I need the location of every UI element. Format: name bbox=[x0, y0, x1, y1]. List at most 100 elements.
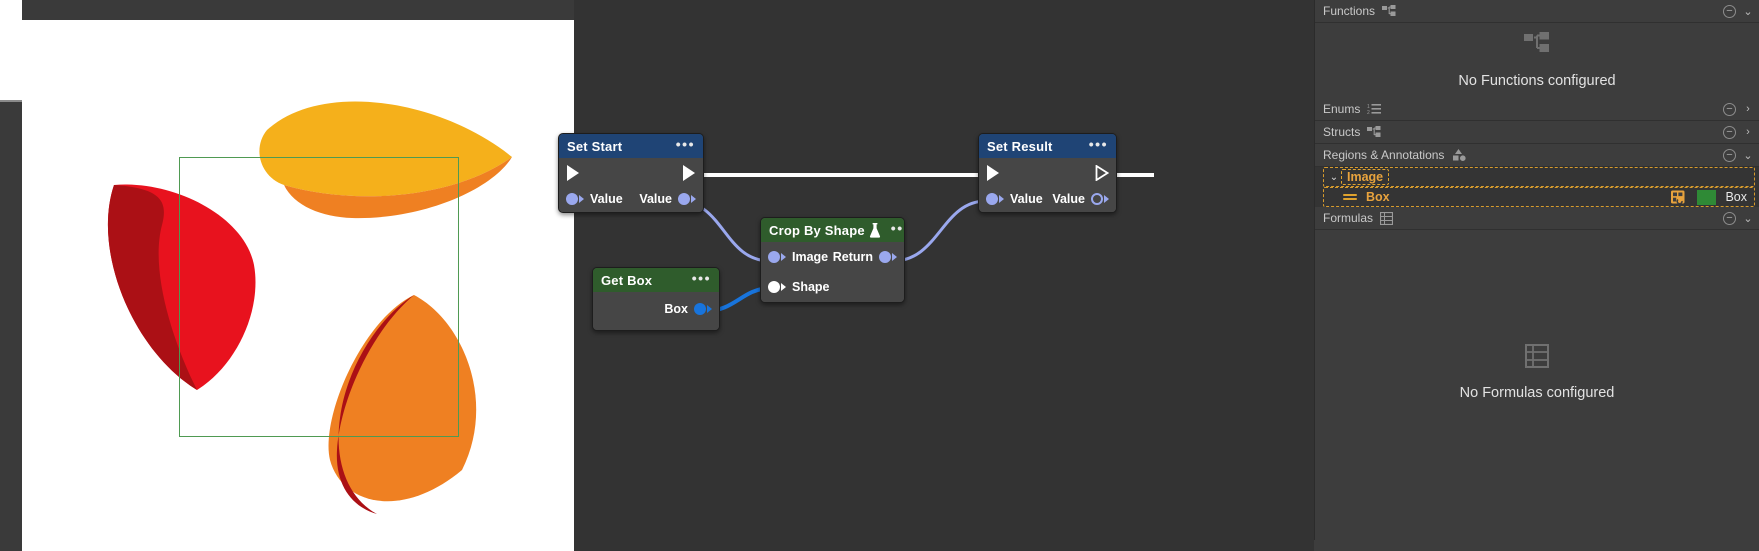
node-crop-by-shape-menu-icon[interactable]: ••• bbox=[890, 219, 904, 236]
pin-dot-icon[interactable] bbox=[986, 193, 998, 205]
pin-dot-icon[interactable] bbox=[678, 193, 690, 205]
enum-list-icon: 1 2 bbox=[1367, 103, 1382, 115]
node-crop-by-shape[interactable]: Crop By Shape ••• Image bbox=[760, 217, 905, 303]
node-set-result-body: Value Value bbox=[979, 158, 1116, 212]
shapes-icon bbox=[1451, 148, 1467, 162]
node-crop-shape-row: Shape bbox=[761, 272, 904, 302]
pin-out-box[interactable]: Box bbox=[658, 302, 712, 316]
node-set-start-title: Set Start bbox=[567, 138, 623, 154]
drag-handle-icon[interactable] bbox=[1343, 194, 1357, 200]
struct-tree-icon bbox=[1524, 32, 1550, 61]
node-set-start-body: Value Value bbox=[559, 158, 703, 212]
section-header-enums[interactable]: Enums 1 2 − › bbox=[1315, 98, 1759, 121]
section-header-structs[interactable]: Structs − › bbox=[1315, 121, 1759, 144]
section-header-formulas[interactable]: Formulas − ⌄ bbox=[1315, 207, 1759, 230]
pin-dot-hollow-icon[interactable] bbox=[1091, 193, 1103, 205]
image-canvas[interactable] bbox=[22, 20, 574, 551]
section-header-functions[interactable]: Functions − ⌄ bbox=[1315, 0, 1759, 23]
formulas-empty-state: No Formulas configured bbox=[1315, 230, 1759, 515]
pin-arrow-icon bbox=[781, 283, 786, 291]
pin-out-value-label: Value bbox=[1052, 192, 1085, 206]
node-set-start-menu-icon[interactable]: ••• bbox=[675, 135, 695, 152]
node-get-box-header[interactable]: Get Box ••• bbox=[593, 268, 719, 292]
pin-dot-icon[interactable] bbox=[879, 251, 891, 263]
color-swatch[interactable] bbox=[1697, 189, 1717, 205]
formula-grid-icon bbox=[1380, 211, 1394, 225]
pin-in-value-label: Value bbox=[590, 192, 623, 206]
node-set-start-value-row: Value Value bbox=[559, 186, 703, 212]
exec-out-arrow-outline-icon[interactable] bbox=[1095, 165, 1109, 181]
collapse-button-structs[interactable]: − bbox=[1723, 125, 1736, 139]
node-set-start-exec-row bbox=[559, 158, 703, 186]
viewer-gutter-divider bbox=[0, 100, 22, 102]
chevron-down-icon[interactable]: ⌄ bbox=[1329, 171, 1339, 183]
pin-out-value[interactable]: Value bbox=[1046, 192, 1109, 206]
pin-arrow-icon bbox=[1104, 195, 1109, 203]
inspector-sections: Functions − ⌄ bbox=[1314, 0, 1759, 540]
section-title-functions: Functions bbox=[1323, 4, 1376, 18]
node-set-result[interactable]: Set Result ••• Value bbox=[978, 133, 1117, 213]
struct-tree-icon bbox=[1367, 125, 1381, 139]
tree-row-image-group[interactable]: ⌄ Image bbox=[1315, 167, 1759, 187]
flask-icon bbox=[869, 222, 881, 238]
pin-out-value[interactable]: Value bbox=[633, 192, 696, 206]
pin-arrow-icon bbox=[691, 195, 696, 203]
pin-dot-icon[interactable] bbox=[768, 281, 780, 293]
node-get-box-output-row: Box bbox=[593, 292, 719, 330]
chevron-down-icon[interactable]: ⌄ bbox=[1743, 149, 1753, 162]
tree-row-box-item[interactable]: Box Box bbox=[1315, 187, 1759, 207]
collapse-button-functions[interactable]: − bbox=[1723, 4, 1736, 18]
pin-arrow-icon bbox=[999, 195, 1004, 203]
pin-arrow-icon bbox=[892, 253, 897, 261]
node-set-start-header[interactable]: Set Start ••• bbox=[559, 134, 703, 158]
exec-in-arrow-icon[interactable] bbox=[986, 165, 1000, 181]
node-get-box-body: Box bbox=[593, 292, 719, 330]
pin-arrow-icon bbox=[707, 305, 712, 313]
exec-out-arrow-icon[interactable] bbox=[682, 165, 696, 181]
pin-in-shape[interactable]: Shape bbox=[768, 280, 836, 294]
svg-text:2: 2 bbox=[1367, 110, 1370, 115]
struct-tree-icon bbox=[1382, 4, 1396, 18]
pin-in-image[interactable]: Image bbox=[768, 250, 834, 264]
pin-out-value-label: Value bbox=[639, 192, 672, 206]
node-set-start[interactable]: Set Start ••• Value bbox=[558, 133, 704, 213]
collapse-button-formulas[interactable]: − bbox=[1723, 211, 1736, 225]
pin-out-return[interactable]: Return bbox=[827, 250, 897, 264]
chevron-down-icon[interactable]: ⌄ bbox=[1743, 212, 1753, 225]
pin-in-value[interactable]: Value bbox=[986, 192, 1049, 206]
functions-empty-state: No Functions configured bbox=[1315, 23, 1759, 98]
pin-in-image-label: Image bbox=[792, 250, 829, 264]
pin-in-shape-label: Shape bbox=[792, 280, 830, 294]
pin-dot-icon[interactable] bbox=[566, 193, 578, 205]
chevron-down-icon[interactable]: ⌄ bbox=[1743, 5, 1753, 18]
node-get-box[interactable]: Get Box ••• Box bbox=[592, 267, 720, 331]
section-header-regions[interactable]: Regions & Annotations − ⌄ bbox=[1315, 144, 1759, 167]
pin-arrow-icon bbox=[781, 253, 786, 261]
collapse-button-regions[interactable]: − bbox=[1723, 148, 1736, 162]
chevron-right-icon[interactable]: › bbox=[1746, 103, 1750, 115]
node-set-result-menu-icon[interactable]: ••• bbox=[1088, 135, 1108, 152]
section-title-formulas: Formulas bbox=[1323, 211, 1374, 225]
node-crop-by-shape-header[interactable]: Crop By Shape ••• bbox=[761, 218, 904, 242]
pin-in-value[interactable]: Value bbox=[566, 192, 629, 206]
pin-dot-icon[interactable] bbox=[768, 251, 780, 263]
node-set-result-exec-row bbox=[979, 158, 1116, 186]
tag-icon[interactable] bbox=[1671, 190, 1686, 204]
functions-empty-text: No Functions configured bbox=[1458, 73, 1616, 89]
exec-in-arrow-icon[interactable] bbox=[566, 165, 580, 181]
regions-tree: ⌄ Image Box bbox=[1315, 167, 1759, 207]
chevron-right-icon[interactable]: › bbox=[1746, 126, 1750, 138]
section-title-regions: Regions & Annotations bbox=[1323, 148, 1445, 162]
node-get-box-title: Get Box bbox=[601, 272, 653, 288]
node-graph-canvas[interactable]: Set Start ••• Value bbox=[558, 0, 1314, 551]
formulas-empty-text: No Formulas configured bbox=[1459, 385, 1615, 401]
node-crop-by-shape-body: Image Return Shape bbox=[761, 242, 904, 302]
node-set-result-header[interactable]: Set Result ••• bbox=[979, 134, 1116, 158]
node-get-box-menu-icon[interactable]: ••• bbox=[691, 269, 711, 286]
pin-in-value-label: Value bbox=[1010, 192, 1043, 206]
collapse-button-enums[interactable]: − bbox=[1723, 102, 1736, 116]
section-title-structs: Structs bbox=[1323, 125, 1361, 139]
pin-dot-icon[interactable] bbox=[694, 303, 706, 315]
image-region-rectangle[interactable] bbox=[179, 157, 459, 437]
